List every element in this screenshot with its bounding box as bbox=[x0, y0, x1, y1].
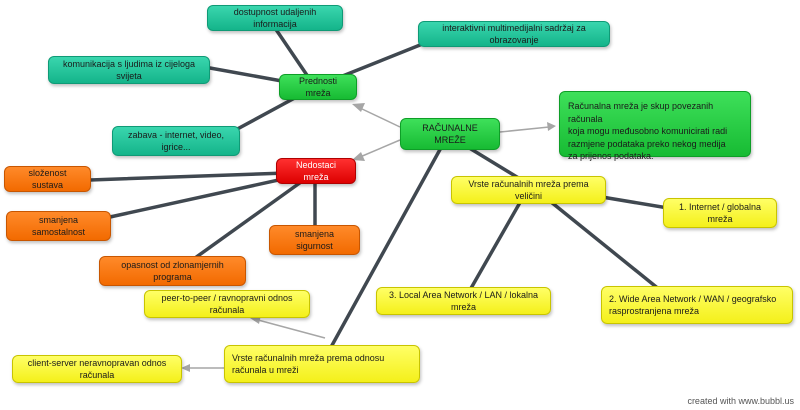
node-prednosti-mreza[interactable]: Prednosti mreža bbox=[279, 74, 357, 100]
node-vrste-velicina[interactable]: Vrste računalnih mreža prema veličini bbox=[451, 176, 606, 204]
node-dostupnost[interactable]: dostupnost udaljenih informacija bbox=[207, 5, 343, 31]
node-wan[interactable]: 2. Wide Area Network / WAN / geografsko … bbox=[601, 286, 793, 324]
arrow-line-prednosti bbox=[359, 107, 401, 128]
arrow-line-nedostaci bbox=[359, 139, 401, 158]
node-lan[interactable]: 3. Local Area Network / LAN / lokalna mr… bbox=[376, 287, 551, 315]
arrowhead-nedostaci bbox=[352, 152, 365, 161]
node-komunikacija[interactable]: komunikacija s ljudima iz cijeloga svije… bbox=[48, 56, 210, 84]
footer-credit: created with www.bubbl.us bbox=[687, 396, 794, 406]
arrow-line-definicija bbox=[499, 126, 550, 133]
node-vrste-odnos[interactable]: Vrste računalnih mreža prema odnosu raču… bbox=[224, 345, 420, 383]
arrowhead-definicija bbox=[547, 122, 556, 131]
node-smanjena-sigurnost[interactable]: smanjena sigurnost bbox=[269, 225, 360, 255]
node-nedostaci-mreza[interactable]: Nedostaci mreža bbox=[276, 158, 356, 184]
arrowhead-client-server bbox=[181, 364, 190, 372]
arrow-line-peer bbox=[257, 319, 326, 339]
link-center-vrste-odnos bbox=[323, 133, 450, 360]
link-nedostaci-opasnost bbox=[193, 170, 317, 260]
node-zabava[interactable]: zabava - internet, video, igrice... bbox=[112, 126, 240, 156]
node-opasnost[interactable]: opasnost od zlonamjernih programa bbox=[99, 256, 246, 286]
node-racunalne-mreze[interactable]: RAČUNALNE MREŽE bbox=[400, 118, 500, 150]
node-interaktivni[interactable]: interaktivni multimedijalni sadržaj za o… bbox=[418, 21, 610, 47]
node-peer-to-peer[interactable]: peer-to-peer / ravnopravni odnos računal… bbox=[144, 290, 310, 318]
node-definicija[interactable]: Računalna mreža je skup povezanih računa… bbox=[559, 91, 751, 161]
node-smanjena-samostalnost[interactable]: smanjena samostalnost bbox=[6, 211, 111, 241]
node-internet[interactable]: 1. Internet / globalna mreža bbox=[663, 198, 777, 228]
node-slozenost[interactable]: složenost sustava bbox=[4, 166, 91, 192]
node-client-server[interactable]: client-server neravnopravan odnos računa… bbox=[12, 355, 182, 383]
arrowhead-prednosti bbox=[352, 103, 365, 112]
